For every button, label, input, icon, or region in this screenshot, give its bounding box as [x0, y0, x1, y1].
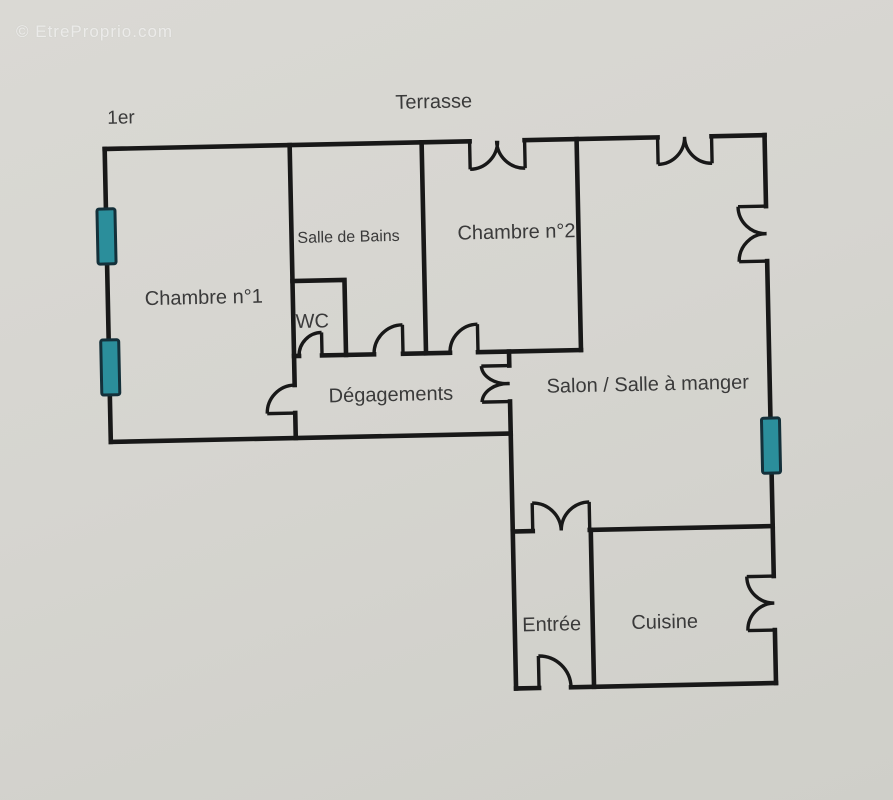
plan-group: 1er Terrasse Chambre n°1 Salle de Bains …	[95, 90, 783, 691]
chambre2-door-icon	[448, 322, 480, 353]
room-label-degagements: Dégagements	[328, 383, 453, 408]
right-window-marker	[759, 416, 783, 475]
window-markers	[95, 207, 783, 475]
room-label-entree: Entrée	[522, 613, 581, 636]
degagements-salon-door-icon	[479, 363, 511, 404]
french-door-terrasse-2-icon	[655, 136, 714, 167]
left-lower-window-marker	[99, 338, 122, 397]
labels: 1er Terrasse Chambre n°1 Salle de Bains …	[107, 90, 749, 636]
room-label-chambre2: Chambre n°2	[457, 220, 575, 244]
chambre1-door-icon	[265, 383, 296, 416]
terrasse-label: Terrasse	[395, 90, 472, 114]
wc-door-icon	[297, 330, 324, 357]
room-label-cuisine: Cuisine	[631, 611, 698, 634]
door-window-symbols	[265, 136, 775, 689]
left-upper-window-marker	[95, 207, 118, 266]
room-label-salon: Salon / Salle à manger	[546, 372, 749, 398]
entrance-door-icon	[536, 654, 573, 689]
room-label-chambre1: Chambre n°1	[145, 286, 263, 310]
salon-entree-door-icon	[530, 500, 592, 532]
salon-window-icon	[736, 204, 768, 264]
room-label-wc: WC	[295, 310, 329, 333]
cuisine-window-icon	[745, 574, 775, 633]
room-label-salle-de-bains: Salle de Bains	[297, 228, 400, 247]
french-door-terrasse-1-icon	[467, 140, 527, 172]
salle-de-bains-door-icon	[372, 323, 405, 355]
watermark: © EtreProprio.com	[16, 22, 174, 41]
floor-label: 1er	[107, 107, 136, 129]
